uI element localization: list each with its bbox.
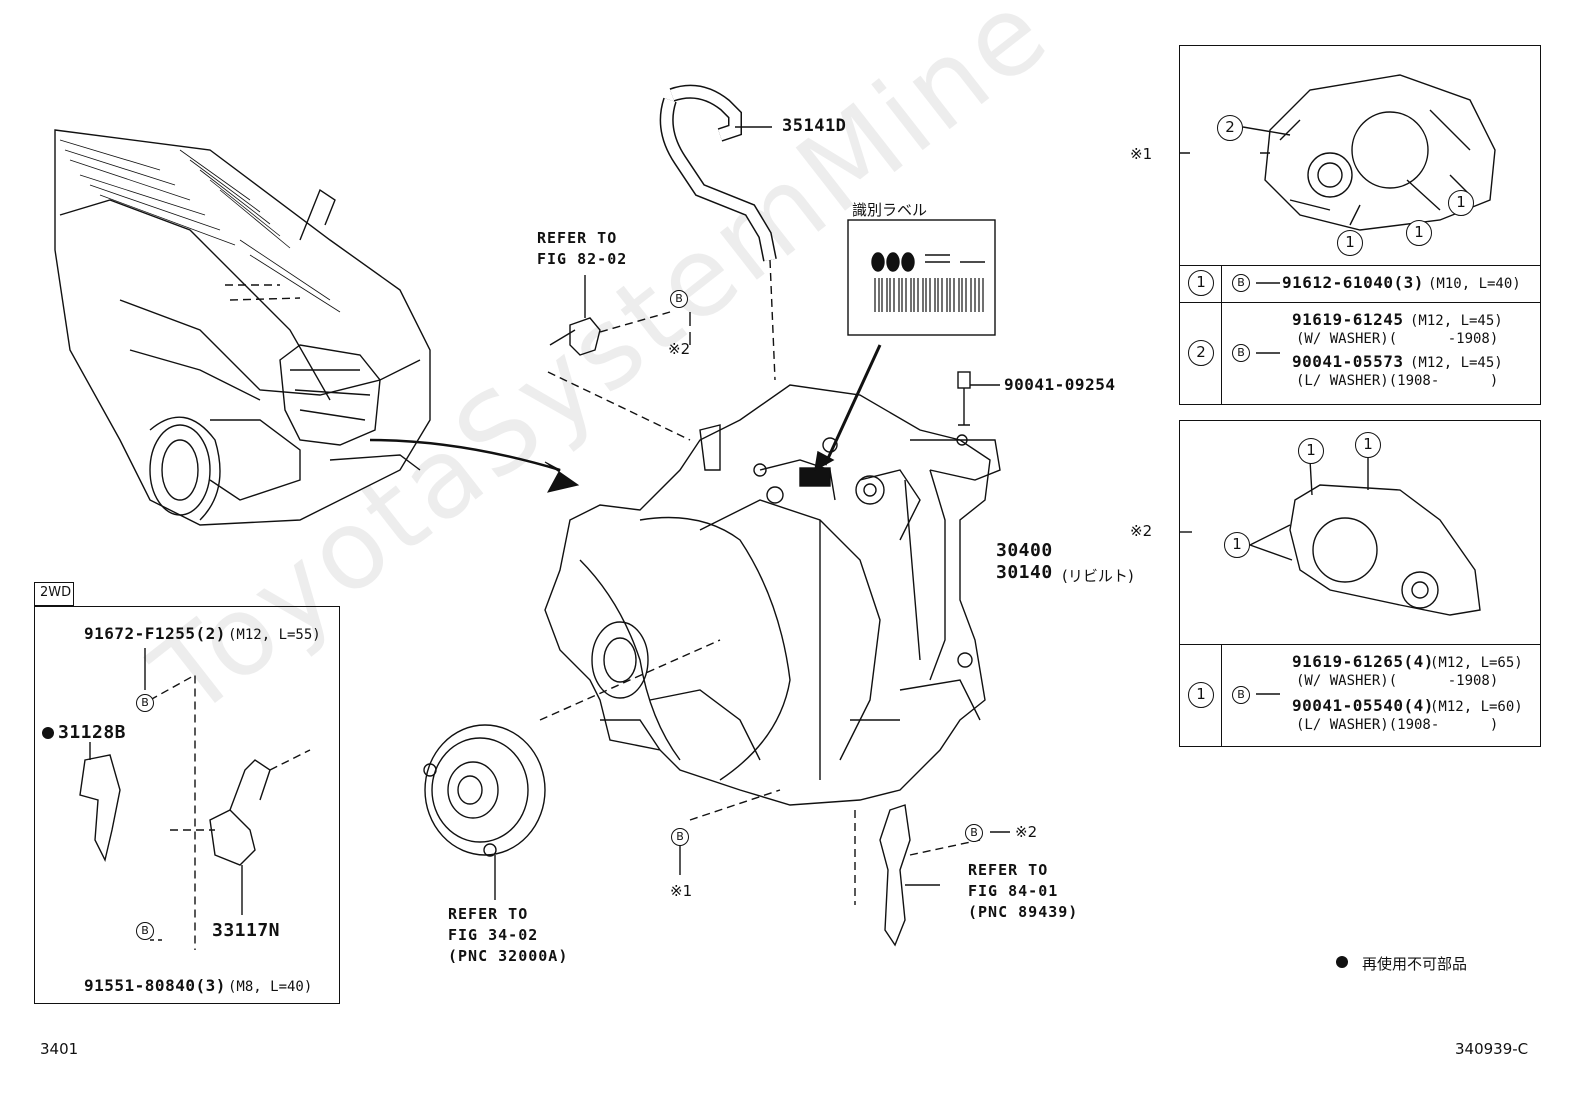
sensor-bracket-illustration [547,275,691,441]
box2-row1-note-b: (L/ WASHER)(1908- ) [1296,717,1499,733]
identification-label [814,219,996,472]
detail-box-1-ref: ※1 [1130,145,1153,163]
refer-fig-84-01: REFER TO FIG 84-01 (PNC 89439) [968,861,1079,921]
hose-illustration [659,84,777,381]
box2-row1-note-a: (W/ WASHER)( -1908) [1296,673,1499,689]
box-2wd [34,606,340,1004]
box-2wd-title: 2WD [40,585,72,600]
detail-box-1 [1179,45,1541,405]
box2-row1-spec-a: (M12, L=65) [1430,655,1523,671]
callout-1: 1 [1406,220,1432,246]
right-box1-illustration [1180,74,1496,231]
detail-box-2-ref: ※2 [1130,522,1153,540]
callout-1: 1 [1337,230,1363,256]
box2-row1-spec-b: (M12, L=60) [1430,699,1523,715]
box1-row2-spec-a: (M12, L=45) [1410,313,1503,329]
box1-row2-spec-b: (M12, L=45) [1410,355,1503,371]
box1-row2-note-a: (W/ WASHER)( -1908) [1296,331,1499,347]
page-number-right: 340939-C [1455,1040,1529,1058]
box1-row1-spec: (M10, L=40) [1428,276,1521,292]
row-callout-1: 1 [1188,682,1214,708]
detail-box-1-divider [1179,302,1541,303]
detail-box-1-column [1221,265,1222,405]
row-callout-2: 2 [1188,340,1214,366]
refer-fig-34-02: REFER TO FIG 34-02 (PNC 32000A) [448,905,569,965]
stud-bolt-part-number: 90041-09254 [1004,375,1116,394]
box2-row1-part-b: 90041-05540(4) [1292,696,1434,715]
callout-1: 1 [1355,432,1381,458]
box-2wd-bolt-top: 91672-F1255(2) [84,624,226,643]
ref-mark-2: ※2 [1015,823,1038,841]
bolt-mark-b: B [1232,344,1250,362]
detail-box-1-row1 [1179,265,1541,302]
detail-box-2 [1179,420,1541,747]
right-box2-illustration [1180,458,1481,616]
box-2wd-tab: 2WD [34,582,74,606]
box-2wd-bolt-bottom: 91551-80840(3) [84,976,226,995]
bolt-mark-b: B [136,922,154,940]
detail-box-2-column [1221,644,1222,747]
vehicle-illustration [54,129,580,526]
ref-mark-1: ※1 [670,882,693,900]
legend-non-reusable: 再使用不可部品 [1362,955,1468,973]
box-2wd-illustration [79,648,311,950]
stud-bolt-illustration [956,371,1000,446]
box1-row2-part-b: 90041-05573 [1292,352,1404,371]
box2-row1-part-a: 91619-61265(4) [1292,652,1434,671]
transmission-rebuilt-part-number: 30140 [996,562,1053,583]
callout-2: 2 [1217,115,1243,141]
box-2wd-part-33117n: 33117N [212,920,281,941]
detail-box-2-divider [1179,644,1541,645]
bolt-mark-b: B [670,290,688,308]
callout-1: 1 [1298,438,1324,464]
box1-row2-part-a: 91619-61245 [1292,310,1404,329]
bracket-illustration [854,804,1010,947]
box1-row1-part: 91612-61040(3) [1282,273,1424,292]
refer-fig-82-02: REFER TO FIG 82-02 [537,229,628,268]
bolt-mark-b: B [136,694,154,712]
transmission-part-number: 30400 [996,540,1053,561]
bolt-mark-b: B [1232,274,1250,292]
box-2wd-part-31128b: 31128B [58,722,127,743]
box-2wd-bolt-bottom-spec: (M8, L=40) [228,979,313,995]
label-title: 識別ラベル [852,201,928,219]
callout-1: 1 [1224,532,1250,558]
rebuilt-note: (リビルト) [1062,567,1134,585]
box1-row2-note-b: (L/ WASHER)(1908- ) [1296,373,1499,389]
row-callout-1: 1 [1188,270,1214,296]
callout-1: 1 [1448,190,1474,216]
hose-part-number: 35141D [782,116,847,136]
transmission-assembly-illustration [544,384,1001,806]
torque-converter-illustration [423,639,721,900]
bolt-mark-b: B [965,824,983,842]
page-number-left: 3401 [40,1040,79,1058]
bolt-mark-b: B [1232,686,1250,704]
bolt-mark-b: B [671,828,689,846]
box-2wd-bolt-top-spec: (M12, L=55) [228,627,321,643]
ref-mark-2: ※2 [668,340,691,358]
